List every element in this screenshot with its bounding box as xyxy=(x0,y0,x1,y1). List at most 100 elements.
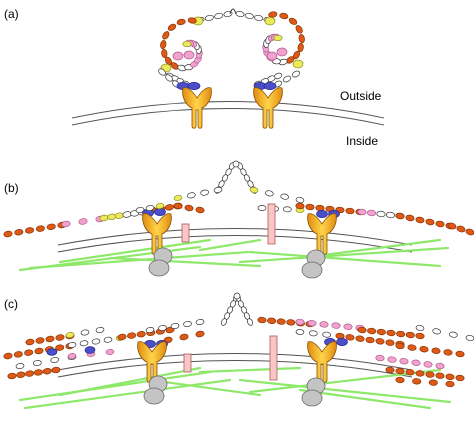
orange-bead xyxy=(425,218,435,226)
white-bead xyxy=(145,327,155,333)
white-bead xyxy=(15,362,25,370)
orange-bead xyxy=(34,347,44,355)
yellow-bead xyxy=(65,332,75,338)
orange-bead xyxy=(395,376,405,384)
orange-bead xyxy=(395,342,405,350)
white-bead xyxy=(95,327,105,333)
pink-bead xyxy=(105,349,115,355)
orange-bead xyxy=(160,40,167,50)
white-bead xyxy=(67,342,77,348)
white-bead xyxy=(183,321,192,327)
pink-bead xyxy=(78,218,88,225)
orange-bead xyxy=(286,319,296,326)
panel-label-b: (b) xyxy=(4,181,19,195)
orange-bead xyxy=(45,335,55,343)
pink-bead xyxy=(411,359,421,366)
white-bead xyxy=(158,68,166,76)
orange-bead xyxy=(298,34,305,44)
orange-bead xyxy=(195,330,205,338)
blue-bead xyxy=(336,338,348,346)
receptor-a-right xyxy=(253,87,283,129)
green-filament xyxy=(298,388,432,410)
bar-c-left xyxy=(183,353,192,373)
labels: (a) (b) (c) Outside Inside xyxy=(4,7,382,311)
membrane-a-inner xyxy=(71,108,385,126)
grey-complex-c-right xyxy=(301,377,326,407)
orange-bead xyxy=(295,25,303,34)
membrane-c-outer xyxy=(57,353,413,371)
orange-bead xyxy=(445,380,455,388)
yellow-bead xyxy=(114,212,124,219)
white-bead xyxy=(232,160,240,168)
orange-bead xyxy=(367,327,377,335)
white-bead xyxy=(204,14,214,22)
orange-bead xyxy=(385,339,395,346)
yellow-bead xyxy=(264,16,276,26)
orange-bead xyxy=(267,317,277,324)
bar-b-right xyxy=(267,203,276,245)
pink-bead xyxy=(319,321,329,328)
green-filament xyxy=(23,378,232,410)
orange-bead xyxy=(279,12,289,20)
receptor-body xyxy=(253,87,283,129)
membrane-a-outer xyxy=(71,101,385,119)
receptor-c-right xyxy=(307,341,337,383)
orange-bead xyxy=(365,336,375,344)
yellow-bead xyxy=(249,186,259,194)
pink-bead xyxy=(375,354,385,362)
white-bead xyxy=(220,318,228,326)
orange-bead xyxy=(297,42,304,53)
orange-bead xyxy=(428,379,438,386)
membrane-c-inner xyxy=(57,360,413,378)
pink-bead xyxy=(357,208,367,216)
orange-bead xyxy=(161,48,168,59)
white-bead xyxy=(158,325,167,331)
grey-subunit xyxy=(143,387,165,405)
orange-bead xyxy=(375,338,385,345)
yellow-bead xyxy=(292,59,304,69)
bead-chains xyxy=(3,8,474,388)
pink-bead xyxy=(67,353,77,359)
actin-filaments xyxy=(18,238,452,410)
blue-bead xyxy=(316,210,328,218)
blue-bead xyxy=(263,82,277,90)
white-bead xyxy=(280,193,289,200)
orange-bead xyxy=(288,17,298,25)
orange-bead xyxy=(435,220,445,228)
white-bead xyxy=(415,324,425,332)
bar-c-right xyxy=(269,335,278,381)
white-bead xyxy=(385,211,396,219)
white-bead xyxy=(187,192,196,199)
pink-bead xyxy=(172,51,184,61)
orange-bead xyxy=(419,346,429,353)
white-bead xyxy=(291,70,301,78)
orange-bead xyxy=(405,369,415,376)
white-bead xyxy=(195,319,205,325)
orange-bead xyxy=(117,333,127,341)
orange-bead xyxy=(187,17,197,24)
grey-subunit xyxy=(301,389,323,407)
orange-bead xyxy=(136,331,146,338)
orange-bead xyxy=(357,326,367,334)
orange-bead xyxy=(376,328,386,336)
orange-bead xyxy=(431,347,441,354)
orange-bead xyxy=(355,335,365,342)
orange-bead xyxy=(455,350,465,358)
pink-bead xyxy=(295,318,305,326)
yellow-bead xyxy=(182,40,192,48)
orange-bead xyxy=(46,223,56,230)
white-bead xyxy=(33,359,42,367)
blue-bead xyxy=(46,348,58,356)
yellow-bead xyxy=(107,213,117,221)
pink-bead xyxy=(61,220,71,228)
blue-bead xyxy=(154,208,166,216)
blue-bead xyxy=(84,346,96,354)
inside-label: Inside xyxy=(346,134,378,148)
orange-bead xyxy=(447,222,457,230)
orange-bead xyxy=(386,329,396,337)
orange-bead xyxy=(164,204,174,211)
green-filament xyxy=(198,366,302,374)
white-bead xyxy=(295,329,305,335)
orange-bead xyxy=(55,334,65,341)
